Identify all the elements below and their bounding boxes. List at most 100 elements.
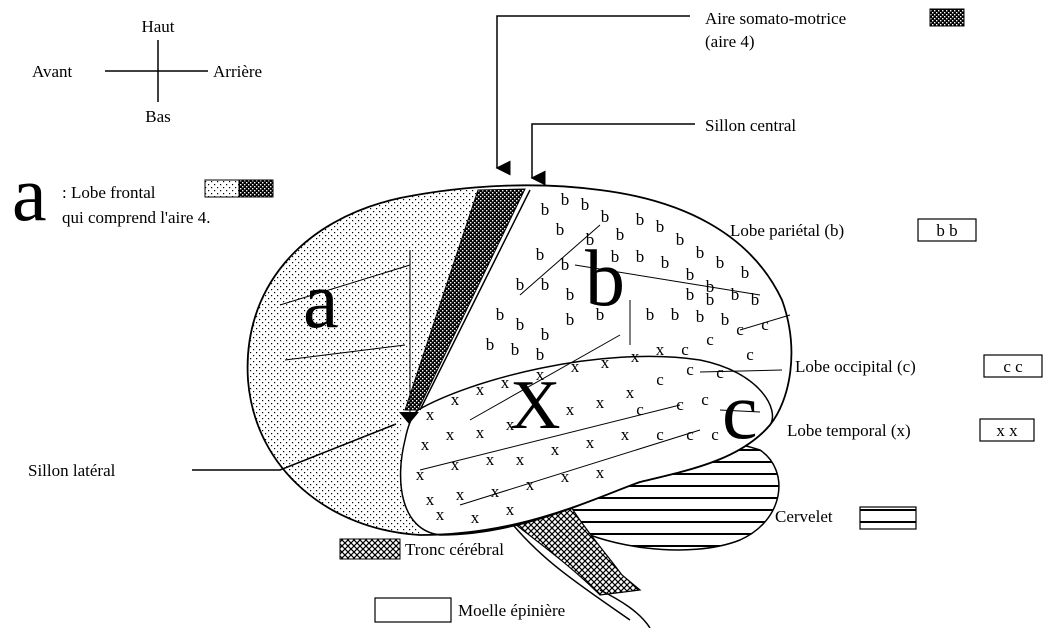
frontal-legend-letter: a — [12, 150, 47, 237]
occipital-fill-letter: c — [706, 330, 714, 349]
parietal-fill-letter: b — [751, 290, 760, 309]
occipital-fill-letter: c — [746, 345, 754, 364]
frontal-legend-line2: qui comprend l'aire 4. — [62, 208, 210, 227]
parietal-fill-letter: b — [516, 275, 525, 294]
parietal-fill-letter: b — [541, 325, 550, 344]
temporal-fill-letter: x — [526, 475, 535, 494]
parietal-fill-letter: b — [716, 253, 725, 272]
temporal-fill-letter: x — [476, 380, 485, 399]
occipital-region-letter: c — [722, 368, 758, 456]
spinal-cord-legend-label: Moelle épinière — [458, 601, 565, 620]
temporal-fill-letter: x — [486, 450, 495, 469]
occipital-fill-letter: c — [686, 360, 694, 379]
temporal-fill-letter: x — [561, 467, 570, 486]
parietal-fill-letter: b — [566, 310, 575, 329]
compass-right-label: Arrière — [213, 62, 262, 81]
orientation-compass: Haut Bas Avant Arrière — [32, 17, 262, 126]
parietal-fill-letter: b — [541, 275, 550, 294]
temporal-fill-letter: x — [456, 485, 465, 504]
parietal-fill-letter: b — [561, 255, 570, 274]
frontal-legend: a : Lobe frontal qui comprend l'aire 4. — [12, 150, 273, 237]
temporal-fill-letter: x — [571, 357, 580, 376]
temporal-fill-letter: x — [421, 435, 430, 454]
occipital-fill-letter: c — [736, 320, 744, 339]
temporal-fill-letter: x — [436, 505, 445, 524]
motor-area-label-line1: Aire somato-motrice — [705, 9, 846, 28]
parietal-fill-letter: b — [686, 265, 695, 284]
temporal-fill-letter: x — [601, 353, 610, 372]
temporal-fill-letter: x — [506, 500, 515, 519]
parietal-legend: Lobe pariétal (b) b b — [730, 219, 976, 241]
parietal-fill-letter: b — [696, 307, 705, 326]
motor-area-swatch — [930, 9, 964, 26]
occipital-fill-letter: c — [681, 340, 689, 359]
parietal-fill-letter: b — [561, 190, 570, 209]
occipital-fill-letter: c — [761, 315, 769, 334]
parietal-fill-letter: b — [731, 285, 740, 304]
cerebellum-legend-label: Cervelet — [775, 507, 833, 526]
spinal-cord-swatch — [375, 598, 451, 622]
temporal-legend: Lobe temporal (x) x x — [787, 419, 1034, 441]
occipital-fill-letter: c — [636, 400, 644, 419]
parietal-fill-letter: b — [676, 230, 685, 249]
occipital-fill-letter: c — [656, 425, 664, 444]
brainstem-swatch — [340, 539, 400, 559]
parietal-fill-letter: b — [511, 340, 520, 359]
parietal-fill-letter: b — [661, 253, 670, 272]
cerebellum-swatch — [860, 507, 916, 529]
parietal-swatch-text: b b — [936, 221, 957, 240]
parietal-fill-letter: b — [721, 310, 730, 329]
temporal-fill-letter: x — [446, 425, 455, 444]
parietal-fill-letter: b — [536, 345, 545, 364]
temporal-fill-letter: x — [471, 508, 480, 527]
compass-left-label: Avant — [32, 62, 73, 81]
temporal-fill-letter: x — [566, 400, 575, 419]
central-sulcus-callout: Sillon central — [532, 116, 796, 178]
temporal-fill-letter: x — [491, 482, 500, 501]
parietal-fill-letter: b — [636, 247, 645, 266]
motor-area-callout: Aire somato-motrice (aire 4) — [497, 9, 964, 168]
lateral-sulcus-label: Sillon latéral — [28, 461, 116, 480]
temporal-legend-label: Lobe temporal (x) — [787, 421, 911, 440]
motor-area-label-line2: (aire 4) — [705, 32, 755, 51]
spinal-cord-legend: Moelle épinière — [375, 598, 565, 622]
parietal-fill-letter: b — [646, 305, 655, 324]
parietal-fill-letter: b — [536, 245, 545, 264]
temporal-swatch-text: x x — [996, 421, 1018, 440]
temporal-fill-letter: x — [656, 340, 665, 359]
temporal-fill-letter: x — [476, 423, 485, 442]
central-sulcus-label: Sillon central — [705, 116, 796, 135]
occipital-fill-letter: c — [676, 395, 684, 414]
compass-down-label: Bas — [145, 107, 171, 126]
parietal-fill-letter: b — [486, 335, 495, 354]
parietal-fill-letter: b — [741, 263, 750, 282]
parietal-fill-letter: b — [581, 195, 590, 214]
occipital-fill-letter: c — [656, 370, 664, 389]
frontal-region-letter: a — [303, 257, 339, 345]
frontal-dots-swatch — [205, 180, 239, 197]
temporal-fill-letter: x — [626, 383, 635, 402]
parietal-fill-letter: b — [601, 207, 610, 226]
temporal-fill-letter: x — [596, 393, 605, 412]
parietal-region-letter: b — [585, 235, 625, 323]
frontal-legend-line1: : Lobe frontal — [62, 183, 156, 202]
parietal-fill-letter: b — [686, 285, 695, 304]
brainstem-legend: Tronc cérébral — [340, 539, 504, 559]
temporal-fill-letter: x — [516, 450, 525, 469]
temporal-fill-letter: x — [451, 390, 460, 409]
parietal-legend-label: Lobe pariétal (b) — [730, 221, 844, 240]
parietal-fill-letter: b — [496, 305, 505, 324]
temporal-region-letter: X — [510, 367, 561, 444]
motor-checker-swatch — [239, 180, 273, 197]
occipital-legend: Lobe occipital (c) c c — [795, 355, 1042, 377]
temporal-fill-letter: x — [596, 463, 605, 482]
parietal-fill-letter: b — [541, 200, 550, 219]
temporal-fill-letter: x — [426, 490, 435, 509]
compass-up-label: Haut — [141, 17, 174, 36]
occipital-legend-label: Lobe occipital (c) — [795, 357, 916, 376]
temporal-fill-letter: x — [631, 347, 640, 366]
temporal-fill-letter: x — [501, 373, 510, 392]
parietal-fill-letter: b — [696, 243, 705, 262]
occipital-swatch-text: c c — [1003, 357, 1023, 376]
